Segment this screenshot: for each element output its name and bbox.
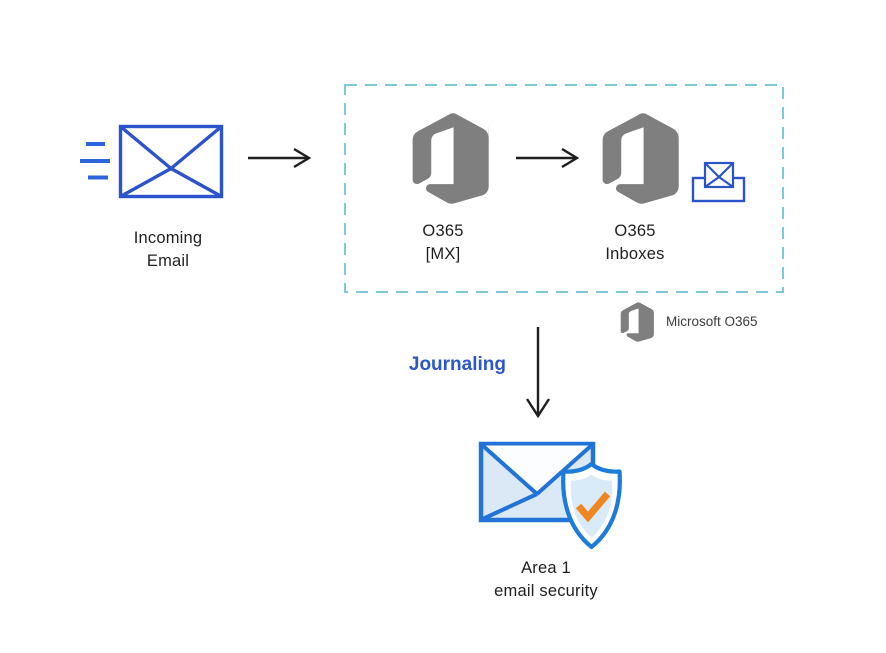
speed-lines-icon bbox=[80, 142, 110, 180]
journaling-label: Journaling bbox=[408, 354, 506, 375]
legend-label: Microsoft O365 bbox=[666, 314, 758, 329]
arrow-right-icon bbox=[248, 147, 312, 169]
shield-check-icon bbox=[561, 461, 622, 550]
area1-label: Area 1 email security bbox=[494, 559, 598, 600]
o365-logo-icon bbox=[602, 113, 679, 204]
inbox-tray-icon bbox=[691, 161, 746, 203]
o365-boundary-box bbox=[344, 84, 784, 293]
arrow-right-icon bbox=[516, 147, 580, 169]
arrow-down-icon bbox=[525, 327, 551, 419]
check-icon bbox=[575, 491, 611, 523]
o365-logo-icon bbox=[412, 113, 489, 204]
incoming-email-label: Incoming Email bbox=[133, 229, 203, 270]
incoming-email-envelope-icon bbox=[80, 124, 224, 199]
o365-mx-label: O365 [MX] bbox=[422, 222, 464, 263]
o365-logo-icon bbox=[620, 302, 654, 342]
o365-inboxes-label: O365 Inboxes bbox=[605, 222, 665, 263]
